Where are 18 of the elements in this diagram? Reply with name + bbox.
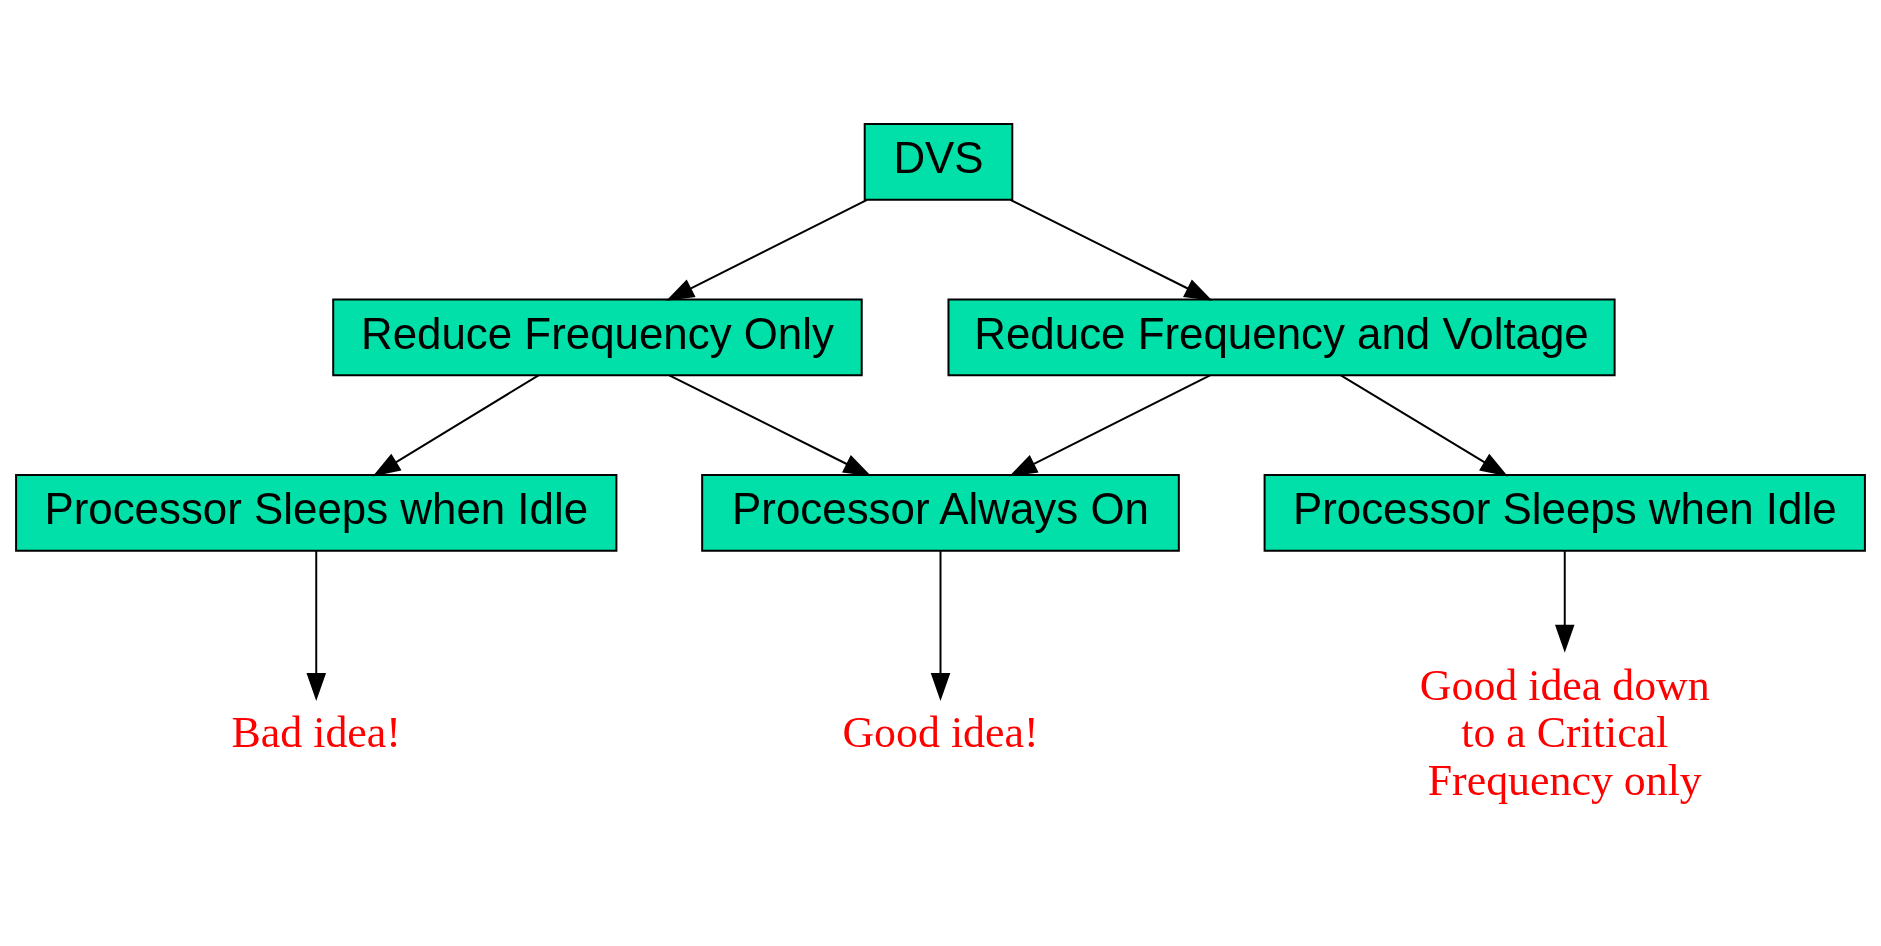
node-text: Bad idea! [231,708,401,757]
arrow [1009,198,1213,301]
node-box: Processor Sleeps when Idle [1263,474,1866,552]
node-box: Reduce Frequency and Voltage [947,298,1616,377]
arrow [306,550,327,701]
arrow [930,550,951,701]
arrow [372,374,540,477]
arrow [666,198,868,301]
arrow [1339,374,1509,477]
node-box: DVS [863,123,1014,201]
node-box: Processor Sleeps when Idle [15,474,618,552]
arrow [1009,374,1212,477]
arrow [1554,550,1575,653]
arrow [668,374,872,477]
node-text: Good idea down to a Critical Frequency only [1419,660,1710,805]
node-box: Processor Always On [701,474,1180,552]
node-box: Reduce Frequency Only [332,298,863,377]
node-text: Good idea! [842,708,1039,757]
